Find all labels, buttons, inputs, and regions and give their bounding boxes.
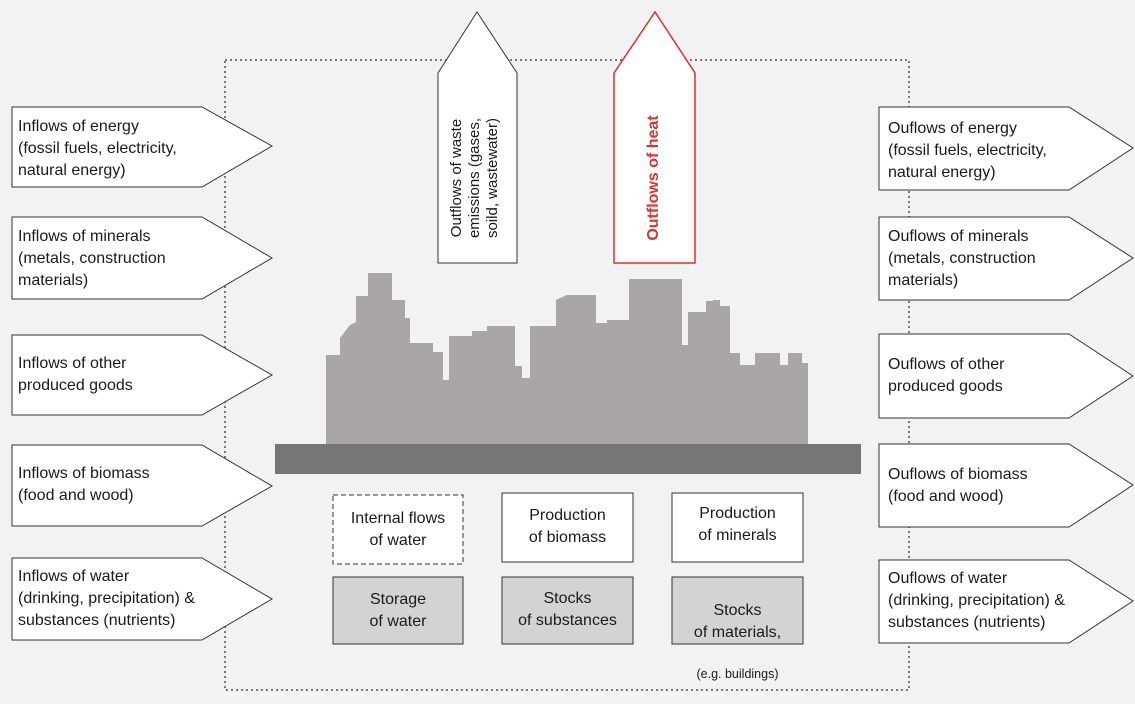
internal-flow-box-minerals xyxy=(671,492,804,563)
outflow-arrow-energy xyxy=(878,106,1134,191)
inflow-arrow-water xyxy=(11,557,273,641)
ground-bar xyxy=(275,444,861,474)
heat-arrow xyxy=(613,10,696,264)
system-boundary xyxy=(224,59,910,691)
outflow-label-minerals: Ouflows of minerals (metals, constructio… xyxy=(888,228,1036,289)
stock-label-materials-text: Stocks of materials, xyxy=(693,602,782,641)
inflow-arrow-produced-goods xyxy=(11,334,274,416)
internal-flow-label-water: Internal flows of water xyxy=(350,510,446,549)
stock-label-substances: Stocks of substances xyxy=(518,590,617,629)
outflow-label-energy: Ouflows of energy (fossil fuels, electri… xyxy=(888,120,1047,181)
outflow-arrow-biomass xyxy=(878,443,1134,528)
stock-box-water xyxy=(332,576,464,645)
waste-emissions-arrow xyxy=(437,11,518,264)
inflow-label-water: Inflows of water (drinking, precipitatio… xyxy=(18,568,195,629)
stock-label-materials: Stocks of materials, (e.g. buildings) xyxy=(672,578,803,704)
inflow-label-biomass: Inflows of biomass (food and wood) xyxy=(18,465,150,504)
internal-flow-label-minerals: Production of minerals xyxy=(698,505,777,544)
stock-box-substances xyxy=(501,576,634,645)
stock-box-materials xyxy=(671,576,804,645)
city-silhouette xyxy=(326,273,808,446)
stock-label-water: Storage of water xyxy=(369,591,427,630)
outflow-arrow-produced-goods xyxy=(878,333,1134,419)
internal-flow-label-biomass: Production of biomass xyxy=(528,507,607,546)
heat-label: Outflows of heat xyxy=(645,115,662,241)
outflow-arrow-water xyxy=(878,559,1134,644)
inflow-label-energy: Inflows of energy (fossil fuels, electri… xyxy=(18,118,177,179)
internal-flow-box-water xyxy=(332,494,464,565)
outflow-arrow-minerals xyxy=(878,216,1134,301)
inflow-label-minerals: Inflows of minerals (metals, constructio… xyxy=(18,228,166,289)
stock-label-materials-note: (e.g. buildings) xyxy=(696,667,779,681)
internal-flow-box-biomass xyxy=(501,492,634,563)
inflow-label-produced-goods: Inflows of other produced goods xyxy=(18,355,133,394)
outflow-label-biomass: Ouflows of biomass (food and wood) xyxy=(888,466,1028,505)
waste-emissions-label: Outflows of waste emissions (gases, soil… xyxy=(448,117,501,239)
inflow-arrow-energy xyxy=(11,106,274,188)
inflow-arrow-biomass xyxy=(11,444,273,527)
inflow-arrow-minerals xyxy=(11,216,273,300)
outflow-label-water: Ouflows of water (drinking, precipitatio… xyxy=(888,570,1065,631)
outflow-label-produced-goods: Ouflows of other produced goods xyxy=(888,356,1005,395)
